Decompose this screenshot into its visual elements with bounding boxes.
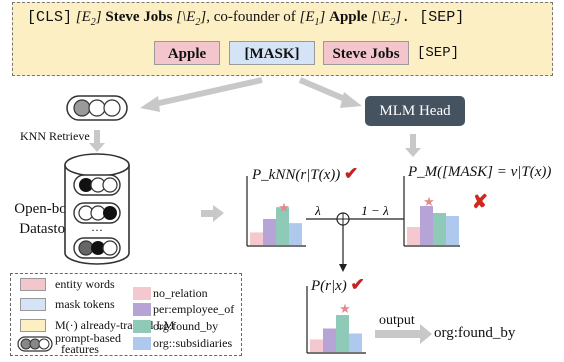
steve-jobs-token: Steve Jobs bbox=[323, 41, 409, 65]
e2-marker-final: [\E2] bbox=[371, 9, 402, 28]
final-bars bbox=[310, 315, 362, 352]
final-bar-found-by bbox=[336, 315, 349, 352]
legend-features-label: prompt-based features bbox=[55, 331, 121, 356]
knn-bar-employee-of bbox=[263, 218, 276, 245]
dot-sep-token: . [SEP] bbox=[401, 9, 465, 26]
tail-entity-text: Apple bbox=[329, 9, 368, 25]
lambda-label: λ bbox=[314, 203, 321, 218]
legend-lm-swatch bbox=[20, 319, 46, 332]
mlm-head-box: MLM Head bbox=[365, 96, 465, 126]
knn-retrieve-label: KNN Retrieve bbox=[20, 129, 90, 143]
legend-rel-employee-swatch bbox=[133, 303, 151, 316]
arrow-knn-retrieve bbox=[89, 130, 105, 152]
arrow-to-mlm-head bbox=[298, 77, 362, 108]
final-bar-subsidiaries bbox=[349, 333, 362, 352]
legend-rel-no-relation-label: no_relation bbox=[153, 286, 208, 300]
legend-rel-employee-label: per:employee_of bbox=[153, 302, 235, 316]
output-label: output bbox=[379, 313, 415, 328]
mlm-bar-subsidiaries bbox=[446, 216, 459, 245]
arrow-mlm-head-down bbox=[405, 134, 421, 157]
p-knn-formula: P_kNN(r|T(x)) ✔ bbox=[252, 164, 359, 183]
legend-rel-subsidiaries-label: org::subsidiaries bbox=[153, 336, 233, 350]
knn-bars bbox=[250, 207, 302, 245]
e2-marker-open: [E2] bbox=[75, 9, 102, 28]
legend-rel-found-by-label: org:found_by bbox=[153, 319, 219, 333]
mlm-bar-employee-of bbox=[420, 206, 433, 245]
query-feature-vector bbox=[66, 95, 128, 121]
legend-mask-swatch bbox=[20, 298, 46, 311]
legend-features-icon bbox=[17, 336, 53, 352]
legend-box: entity words mask tokens M(·) already-tr… bbox=[10, 273, 242, 356]
output-relation: org:found_by bbox=[434, 325, 516, 341]
apple-token: Apple bbox=[154, 41, 220, 65]
head-entity-text: Steve Jobs bbox=[105, 9, 173, 25]
final-bar-no-relation bbox=[310, 339, 323, 352]
knn-bar-no-relation bbox=[250, 232, 263, 245]
lambda-combination-lines bbox=[306, 212, 404, 272]
arrow-datastore-to-knn bbox=[201, 205, 224, 222]
knn-bar-subsidiaries bbox=[289, 223, 302, 245]
mlm-chart-axes bbox=[403, 176, 460, 247]
mlm-bar-found-by bbox=[433, 213, 446, 245]
input-sentence: [CLS] [E2] Steve Jobs [\E2], co-founder … bbox=[27, 9, 464, 28]
legend-entity-label: entity words bbox=[55, 277, 115, 291]
knn-star-icon: ★ bbox=[278, 200, 290, 215]
p-mlm-formula: P_M([MASK] = v|T(x)) bbox=[408, 164, 552, 180]
output-arrow bbox=[375, 324, 432, 344]
p-final-formula: P(r|x) ✔ bbox=[311, 275, 365, 294]
legend-rel-found-by-swatch bbox=[133, 320, 151, 333]
sep-token: [SEP] bbox=[417, 45, 460, 61]
check-icon: ✔ bbox=[350, 275, 365, 294]
datastore-ellipsis: ··· bbox=[91, 223, 103, 237]
legend-rel-subsidiaries-swatch bbox=[133, 337, 151, 350]
mask-token: [MASK] bbox=[229, 41, 315, 65]
one-minus-lambda-label: 1 − λ bbox=[361, 203, 389, 218]
legend-mask-label: mask tokens bbox=[55, 297, 115, 311]
arrow-to-query-features bbox=[140, 77, 263, 112]
legend-rel-no-relation-swatch bbox=[133, 287, 151, 300]
datastore-label-line2: Datastore bbox=[19, 221, 77, 237]
final-star-icon: ★ bbox=[339, 301, 351, 316]
e2-marker-end: [\E2] bbox=[176, 9, 207, 28]
knn-chart-axes bbox=[246, 176, 306, 247]
cls-token: [CLS] bbox=[27, 9, 73, 26]
middle-text: , co-founder of bbox=[206, 9, 296, 25]
check-icon: ✔ bbox=[344, 164, 359, 183]
mlm-bars bbox=[407, 206, 459, 245]
datastore-cylinder bbox=[64, 153, 130, 265]
cross-icon: ✘ bbox=[472, 192, 488, 213]
e1-marker-open: [E1] bbox=[299, 9, 326, 28]
knn-bar-found-by bbox=[276, 207, 289, 245]
mlm-bar-no-relation bbox=[407, 227, 420, 245]
input-template-box: [CLS] [E2] Steve Jobs [\E2], co-founder … bbox=[12, 2, 553, 76]
mlm-star-icon: ★ bbox=[423, 194, 435, 209]
final-chart-axes bbox=[306, 286, 366, 354]
final-bar-employee-of bbox=[323, 328, 336, 352]
legend-entity-swatch bbox=[20, 278, 46, 291]
